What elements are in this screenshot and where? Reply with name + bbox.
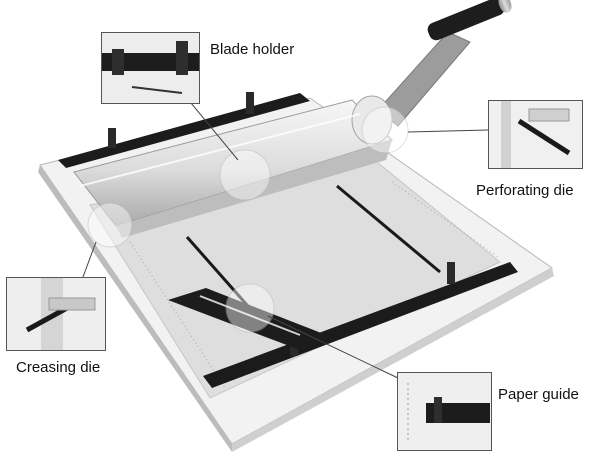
paper-guide-inset (397, 372, 492, 451)
roller-housing (73, 95, 393, 238)
highlight-circles (87, 106, 409, 333)
creasing-die-label: Creasing die (16, 359, 101, 376)
blade-holder-inset (101, 32, 200, 104)
rear-bar (58, 92, 310, 168)
paper-guide-label: Paper guide (498, 386, 579, 403)
perforating-die-inset (488, 100, 583, 169)
perforating-die-label: Perforating die (476, 182, 574, 199)
paper-guide-plate (168, 288, 334, 350)
blade-holder-label: Blade holder (210, 41, 295, 58)
creasing-die-inset (6, 277, 106, 351)
